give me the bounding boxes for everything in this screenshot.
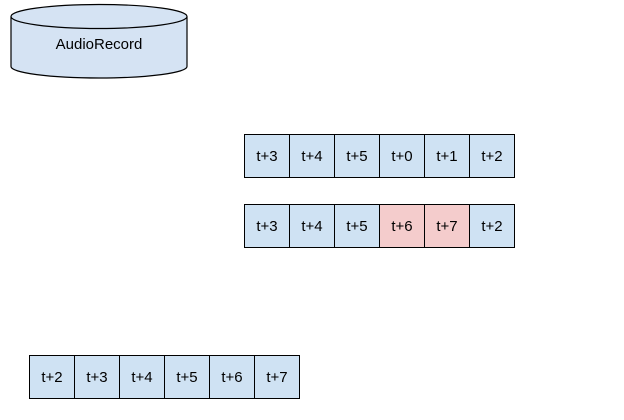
buffer-cell: t+3 bbox=[244, 134, 290, 178]
buffer-cell: t+0 bbox=[379, 134, 425, 178]
audiorecord-label: AudioRecord bbox=[55, 36, 143, 53]
buffer-cell: t+5 bbox=[334, 204, 380, 248]
buffer-cell: t+3 bbox=[74, 355, 120, 399]
buffer-cell: t+2 bbox=[469, 134, 515, 178]
buffer-cell: t+2 bbox=[29, 355, 75, 399]
buffer-cell: t+4 bbox=[289, 204, 335, 248]
buffer-row-middle: t+3 t+4 t+5 t+6 t+7 t+2 bbox=[244, 204, 515, 248]
buffer-cell: t+4 bbox=[289, 134, 335, 178]
buffer-cell: t+7 bbox=[254, 355, 300, 399]
buffer-cell-highlighted: t+7 bbox=[424, 204, 470, 248]
buffer-cell: t+4 bbox=[119, 355, 165, 399]
database-cylinder-icon bbox=[10, 3, 188, 79]
buffer-cell: t+2 bbox=[469, 204, 515, 248]
buffer-cell: t+1 bbox=[424, 134, 470, 178]
buffer-cell: t+5 bbox=[334, 134, 380, 178]
buffer-row-bottom: t+2 t+3 t+4 t+5 t+6 t+7 bbox=[29, 355, 300, 399]
buffer-cell: t+6 bbox=[209, 355, 255, 399]
buffer-row-top: t+3 t+4 t+5 t+0 t+1 t+2 bbox=[244, 134, 515, 178]
buffer-cell: t+3 bbox=[244, 204, 290, 248]
buffer-cell: t+5 bbox=[164, 355, 210, 399]
buffer-cell-highlighted: t+6 bbox=[379, 204, 425, 248]
audiorecord-cylinder: AudioRecord bbox=[10, 3, 188, 80]
